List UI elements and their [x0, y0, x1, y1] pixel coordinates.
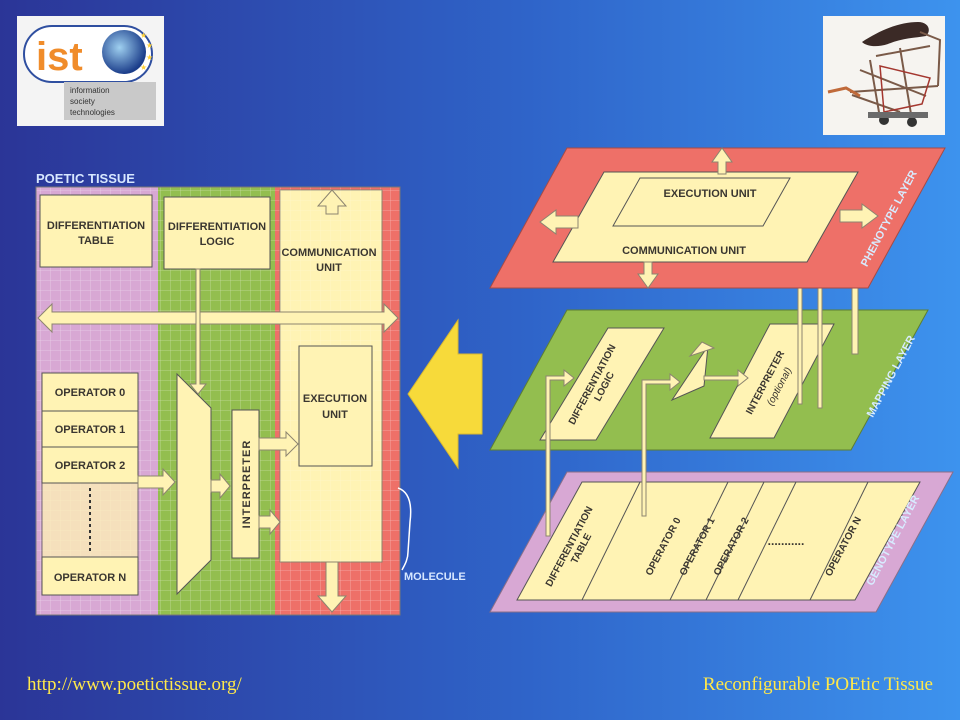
comm-up-arrow: [316, 189, 348, 215]
interpreter-out-arrow: [258, 508, 281, 536]
interpreter-to-exec-arrow: [258, 430, 299, 458]
ist-logo: ist ★★★★ information society technologie…: [17, 16, 164, 126]
logo-line-1: information: [70, 86, 110, 95]
pheno-up-arrow: [711, 147, 733, 175]
comm-down-arrow: [316, 561, 348, 613]
mux-to-interpreter-connector: [703, 368, 749, 388]
genotype-operators-block: [516, 481, 921, 601]
interpreter-label: INTERPRETER: [241, 440, 253, 529]
mapping-mux: [670, 345, 709, 402]
footer-title: Reconfigurable POEtic Tissue: [702, 674, 933, 695]
phenotype-exec-block: [612, 177, 791, 227]
operator-2-label: OPERATOR 2: [55, 460, 126, 472]
logo-line-2: society: [70, 97, 95, 106]
footer-url[interactable]: http://www.poetictissue.org/: [27, 674, 242, 695]
mapping-diff-logic-block: [539, 327, 665, 441]
operator-0-block: [41, 372, 139, 412]
mux-to-interpreter-arrow: [210, 472, 231, 500]
operator-1-block: [41, 410, 139, 448]
pheno-left-arrow: [539, 209, 579, 235]
diff-logic-label-1: DIFFERENTIATION: [168, 221, 266, 233]
operator-n-label: OPERATOR N: [54, 572, 126, 584]
mapping-interpreter-block: [709, 323, 835, 439]
layer-stack: DIFFERENTIATION TABLE OPERATOR 0 OPERATO…: [489, 147, 954, 613]
diff-table-label-1: DIFFERENTIATION: [47, 220, 145, 232]
diff-logic-block: [163, 196, 271, 270]
comm-unit-label-1: COMMUNICATION: [281, 247, 376, 259]
globe-icon: [102, 30, 146, 74]
operator-1-label: OPERATOR 1: [55, 424, 126, 436]
diff-logic-label-2: LOGIC: [200, 236, 235, 248]
poetic-tissue: POETIC TISSUE DIFFERENTIATION TABLE DIFF…: [35, 171, 466, 616]
logo-line-3: technologies: [70, 108, 115, 117]
pheno-down-arrow: [637, 261, 659, 289]
big-yellow-arrow: [407, 318, 483, 470]
svg-text:★: ★: [140, 31, 147, 40]
diff-table-label-2: TABLE: [78, 235, 114, 247]
pheno-right-arrow: [839, 203, 879, 229]
comm-unit-label-2: UNIT: [316, 262, 342, 274]
execution-unit-block: [298, 345, 373, 467]
svg-text:★: ★: [146, 53, 153, 62]
operator-n-block: [41, 556, 139, 596]
geno-operator-ellipsis: ...........: [768, 534, 805, 548]
molecule-bracket: [397, 487, 412, 571]
operators-to-mux-arrow: [137, 467, 176, 497]
pheno-exec-label: EXECUTION UNIT: [664, 188, 757, 200]
multiplexer-block: [176, 372, 212, 596]
sculpture-image: [823, 16, 945, 135]
operator-0-label: OPERATOR 0: [55, 387, 126, 399]
svg-text:★: ★: [140, 63, 147, 72]
pheno-comm-label: COMMUNICATION UNIT: [622, 245, 746, 257]
operators-to-mux-connector: [641, 372, 681, 517]
tissue-title: POETIC TISSUE: [36, 171, 135, 186]
exec-unit-label-1: EXECUTION: [303, 393, 367, 405]
diff-table-block: [39, 194, 153, 268]
operator-2-block: [41, 446, 139, 484]
exec-unit-label-2: UNIT: [322, 409, 348, 421]
ist-logo-text: ist: [36, 35, 83, 79]
diff-table-to-logic-connector: [545, 368, 575, 537]
molecule-label: MOLECULE: [404, 571, 466, 583]
diff-logic-down-arrow: [188, 268, 208, 395]
interpreter-block: [231, 409, 260, 559]
logic-to-mux-arrow: [688, 341, 716, 358]
svg-text:★: ★: [146, 41, 153, 50]
horizontal-bus-arrow: [37, 302, 399, 334]
